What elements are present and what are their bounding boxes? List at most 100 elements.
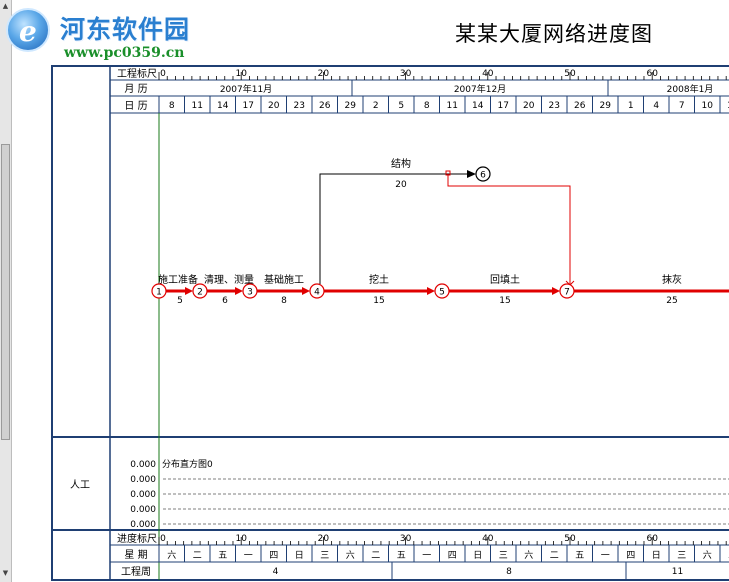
weekday-label: 一 [601,551,610,561]
weekday-label: 二 [371,551,380,561]
float-link-line [447,174,571,284]
progress-scale-tick-label: 60 [646,534,658,544]
event-node-1[interactable] [151,283,167,299]
scale-tick-label: 10 [235,69,247,79]
arrowhead-icon [185,287,193,295]
event-node-number: 6 [480,171,486,181]
scroll-down-icon[interactable]: ▼ [2,569,9,577]
day-label: 14 [217,101,229,111]
task-duration-label: 5 [177,296,183,306]
task-duration-label: 15 [499,296,510,306]
task-duration-label: 25 [666,296,677,306]
arrowhead-icon [302,287,310,295]
task-duration-label: 8 [281,296,287,306]
arrowhead-icon [427,287,435,295]
scale-tick-label: 30 [400,69,412,79]
event-node-4[interactable] [309,283,325,299]
task-name-label: 清理、测量 [204,273,254,286]
day-label: 13 [727,101,729,111]
day-label: 11 [192,101,203,111]
scroll-up-icon[interactable]: ▲ [2,2,9,10]
day-row-label: 日 历 [124,100,147,112]
weekday-label: 四 [269,551,278,561]
event-node-2[interactable] [192,283,208,299]
progress-scale-tick-label: 0 [160,534,166,544]
arrowhead-icon [235,287,243,295]
task-name-label: 挖土 [369,273,389,286]
scale-tick-label: 50 [564,69,576,79]
weekday-label: 三 [499,551,508,561]
histogram-axis-tick-label: 0.000 [130,520,156,530]
weekday-label: 六 [524,549,533,561]
day-label: 17 [243,101,254,111]
day-label: 26 [319,101,331,111]
month-label: 2007年11月 [220,83,272,95]
day-label: 8 [169,101,175,111]
weekday-label: 日 [652,550,661,561]
resource-row-label: 人工 [70,479,90,491]
progress-scale-tick-label: 10 [235,534,247,544]
task-duration-label: 15 [373,296,384,306]
event-node-number: 2 [197,288,203,298]
float-marker-icon [445,170,451,176]
progress-scale-tick-label: 30 [400,534,412,544]
weekday-label: 一 [422,551,431,561]
day-label: 20 [523,101,535,111]
histogram-axis-tick-label: 0.000 [130,460,156,470]
weekday-label: 一 [244,551,253,561]
day-label: 20 [268,101,280,111]
weekday-label: 五 [397,551,406,561]
event-node-6[interactable] [475,166,491,182]
histogram-title: 分布直方图0 [162,458,213,470]
chart-title: 某某大厦网络进度图 [455,22,653,46]
weekday-label: 二 [550,551,559,561]
month-row-label: 月 历 [124,83,147,95]
day-label: 23 [294,101,305,111]
week-label: 11 [672,567,683,577]
event-node-number: 1 [156,288,162,298]
weekday-label: 四 [626,551,635,561]
event-node-7[interactable] [559,283,575,299]
weekday-label: 日 [473,550,482,561]
weekday-label: 六 [167,549,176,561]
logo-brand-text: 河东软件园 [60,15,191,44]
day-label: 23 [549,101,560,111]
scale-tick-label: 20 [318,69,330,79]
weekday-row-label: 星 期 [124,549,147,561]
task-arrow-structure [319,173,470,284]
scale-tick-label: 60 [646,69,658,79]
scale-tick-label: 0 [160,69,166,79]
logo-url-text: www.pc0359.cn [64,45,185,61]
day-label: 8 [424,101,430,111]
event-node-number: 4 [314,288,320,298]
scale-tick-label: 40 [482,69,494,79]
week-label: 8 [506,567,512,577]
day-label: 17 [498,101,509,111]
day-label: 29 [600,101,612,111]
progress-scale-row-label: 进度标尺 [117,532,157,545]
scrollbar-thumb[interactable] [1,144,10,440]
event-node-5[interactable] [434,283,450,299]
scale-row-label: 工程标尺 [117,68,157,80]
progress-scale-tick-label: 50 [564,534,576,544]
day-label: 10 [702,101,714,111]
task-name-label: 抹灰 [662,273,682,286]
event-node-3[interactable] [242,283,258,299]
day-label: 1 [628,101,634,111]
histogram-axis-tick-label: 0.000 [130,490,156,500]
progress-scale-tick-label: 40 [482,534,494,544]
day-label: 7 [679,101,685,111]
task-name-label: 回填土 [490,273,520,286]
week-row-label: 工程周 [121,566,151,578]
task-duration-label: 6 [222,296,228,306]
day-label: 5 [398,101,404,111]
histogram-axis-tick-label: 0.000 [130,505,156,515]
task-name-label: 结构 [391,157,411,170]
event-node-number: 5 [439,288,445,298]
histogram-axis-tick-label: 0.000 [130,475,156,485]
vertical-scrollbar[interactable]: ▲ ▼ [0,0,12,582]
day-label: 2 [373,101,379,111]
month-label: 2008年1月 [667,83,714,95]
weekday-label: 五 [575,551,584,561]
